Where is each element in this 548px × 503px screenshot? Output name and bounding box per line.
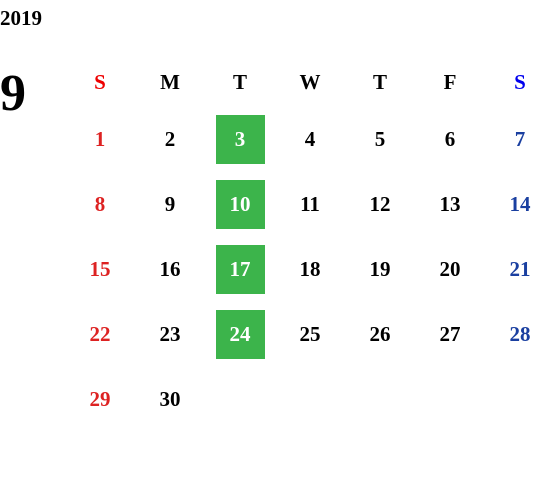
weekday-friday: F: [443, 69, 457, 94]
day-cell[interactable]: 15: [89, 257, 111, 281]
day-cell[interactable]: 21: [509, 257, 531, 281]
day-cell[interactable]: 13: [439, 192, 461, 216]
day-cell-highlighted[interactable]: 17: [205, 237, 275, 302]
day-cell[interactable]: 20: [439, 257, 461, 281]
day-cell[interactable]: 11: [300, 192, 320, 216]
day-cell[interactable]: 29: [89, 387, 111, 411]
weekday-saturday: S: [514, 69, 526, 94]
day-cell[interactable]: 16: [159, 257, 181, 281]
year-label: 2019: [0, 6, 42, 30]
day-cell[interactable]: 5: [374, 127, 386, 151]
week-row: 1 2 3 4 5 6 7: [65, 107, 548, 172]
weekday-header-row: S M T W T F S: [65, 57, 548, 107]
empty-cell: [275, 367, 345, 432]
day-cell[interactable]: 2: [164, 127, 176, 151]
day-cell-highlighted[interactable]: 24: [205, 302, 275, 367]
empty-cell: [485, 367, 548, 432]
day-number: 10: [229, 192, 251, 216]
day-cell[interactable]: 4: [304, 127, 316, 151]
day-cell[interactable]: 19: [369, 257, 391, 281]
week-row: 29 30: [65, 367, 548, 432]
highlight-box: [216, 180, 265, 229]
day-number: 24: [229, 322, 251, 346]
day-cell[interactable]: 1: [94, 127, 106, 151]
week-row: 8 9 10 11 12 13 14: [65, 172, 548, 237]
day-cell[interactable]: 18: [299, 257, 321, 281]
day-cell[interactable]: 26: [369, 322, 391, 346]
day-cell[interactable]: 14: [509, 192, 531, 216]
day-cell[interactable]: 7: [514, 127, 526, 151]
highlight-box: [216, 310, 265, 359]
calendar-grid: S M T W T F S 1 2 3 4 5 6 7 8 9 10 11 12…: [65, 57, 548, 432]
weekday-thursday: T: [372, 69, 387, 94]
week-row: 15 16 17 18 19 20 21: [65, 237, 548, 302]
day-cell[interactable]: 23: [159, 322, 181, 346]
highlight-box: [216, 245, 265, 294]
day-cell[interactable]: 22: [89, 322, 111, 346]
day-cell[interactable]: 27: [439, 322, 461, 346]
weekday-wednesday: W: [299, 69, 321, 94]
day-cell[interactable]: 25: [299, 322, 321, 346]
empty-cell: [205, 367, 275, 432]
day-cell[interactable]: 6: [444, 127, 456, 151]
day-cell[interactable]: 28: [509, 322, 531, 346]
day-cell[interactable]: 9: [164, 192, 176, 216]
weekday-tuesday: T: [232, 69, 247, 94]
weekday-sunday: S: [94, 69, 106, 94]
day-cell[interactable]: 30: [159, 387, 181, 411]
month-number: 9: [0, 65, 26, 122]
day-cell-highlighted[interactable]: 10: [205, 172, 275, 237]
day-cell[interactable]: 12: [369, 192, 391, 216]
day-number: 3: [234, 127, 246, 151]
empty-cell: [345, 367, 415, 432]
day-cell-highlighted[interactable]: 3: [205, 107, 275, 172]
empty-cell: [415, 367, 485, 432]
weekday-monday: M: [160, 69, 180, 94]
day-number: 17: [229, 257, 251, 281]
week-row: 22 23 24 25 26 27 28: [65, 302, 548, 367]
day-cell[interactable]: 8: [94, 192, 106, 216]
highlight-box: [216, 115, 265, 164]
